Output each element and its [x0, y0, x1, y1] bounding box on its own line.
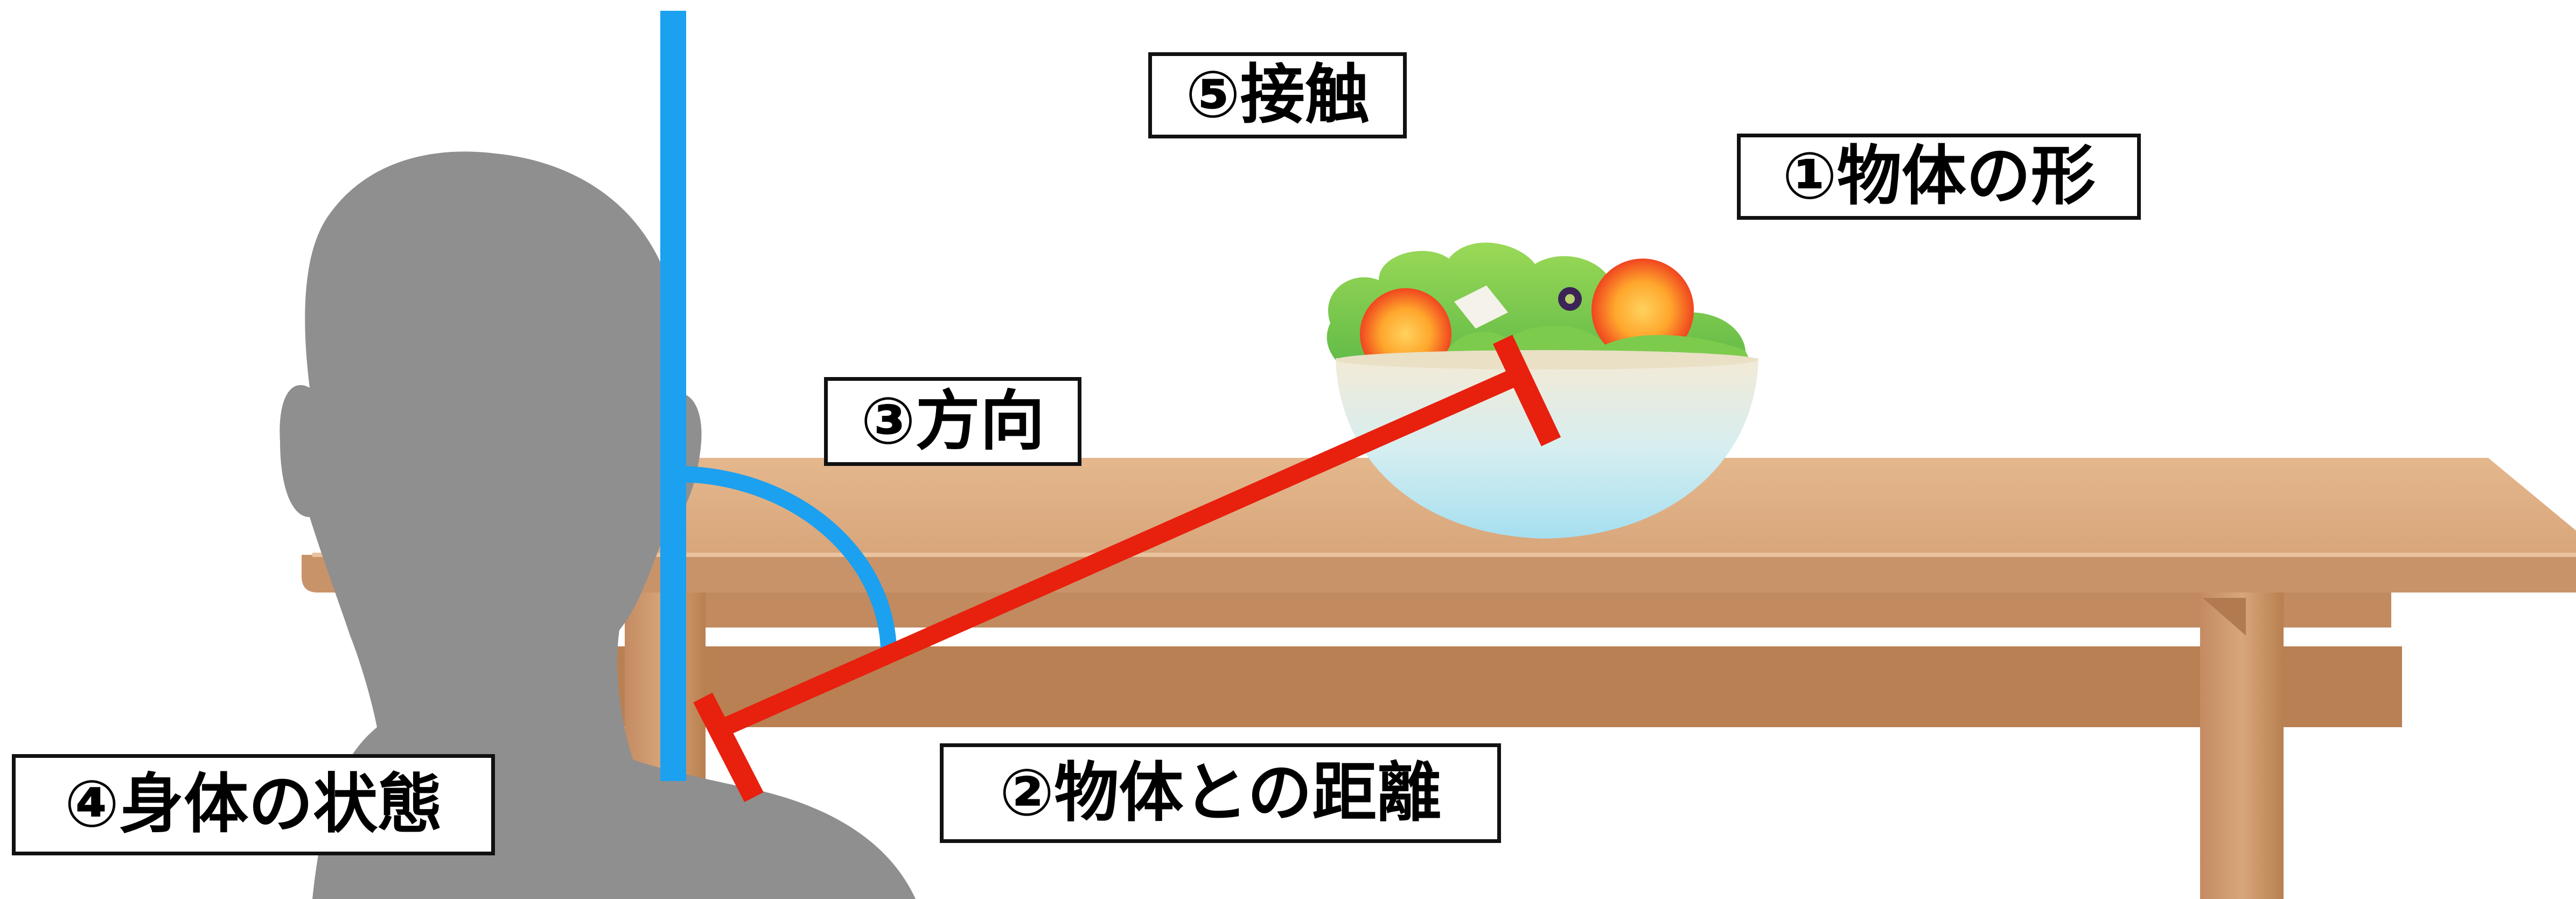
table-bracket-right: [2203, 598, 2246, 636]
label-object-shape: ①物体の形: [1737, 134, 2141, 220]
person-silhouette-icon: [280, 151, 916, 899]
bowl-rim: [1336, 350, 1758, 370]
table: [302, 458, 2576, 899]
direction-arc: [675, 466, 897, 660]
label-direction: ③方向: [824, 377, 1081, 466]
distance-line-end-near: [693, 692, 764, 803]
distance-line: [693, 334, 1561, 803]
table-leg-front-right: [2200, 590, 2284, 899]
distance-line-main: [721, 366, 1525, 736]
table-shelf: [614, 646, 2402, 727]
cheese: [1454, 285, 1508, 329]
salad-bowl-icon: [1327, 242, 1758, 539]
label-contact: ⑤接触: [1148, 52, 1407, 138]
label-body-state: ④身体の状態: [12, 754, 495, 855]
distance-line-end-far: [1492, 334, 1561, 447]
label-distance: ②物体との距離: [940, 743, 1501, 843]
olive: [1565, 294, 1575, 304]
